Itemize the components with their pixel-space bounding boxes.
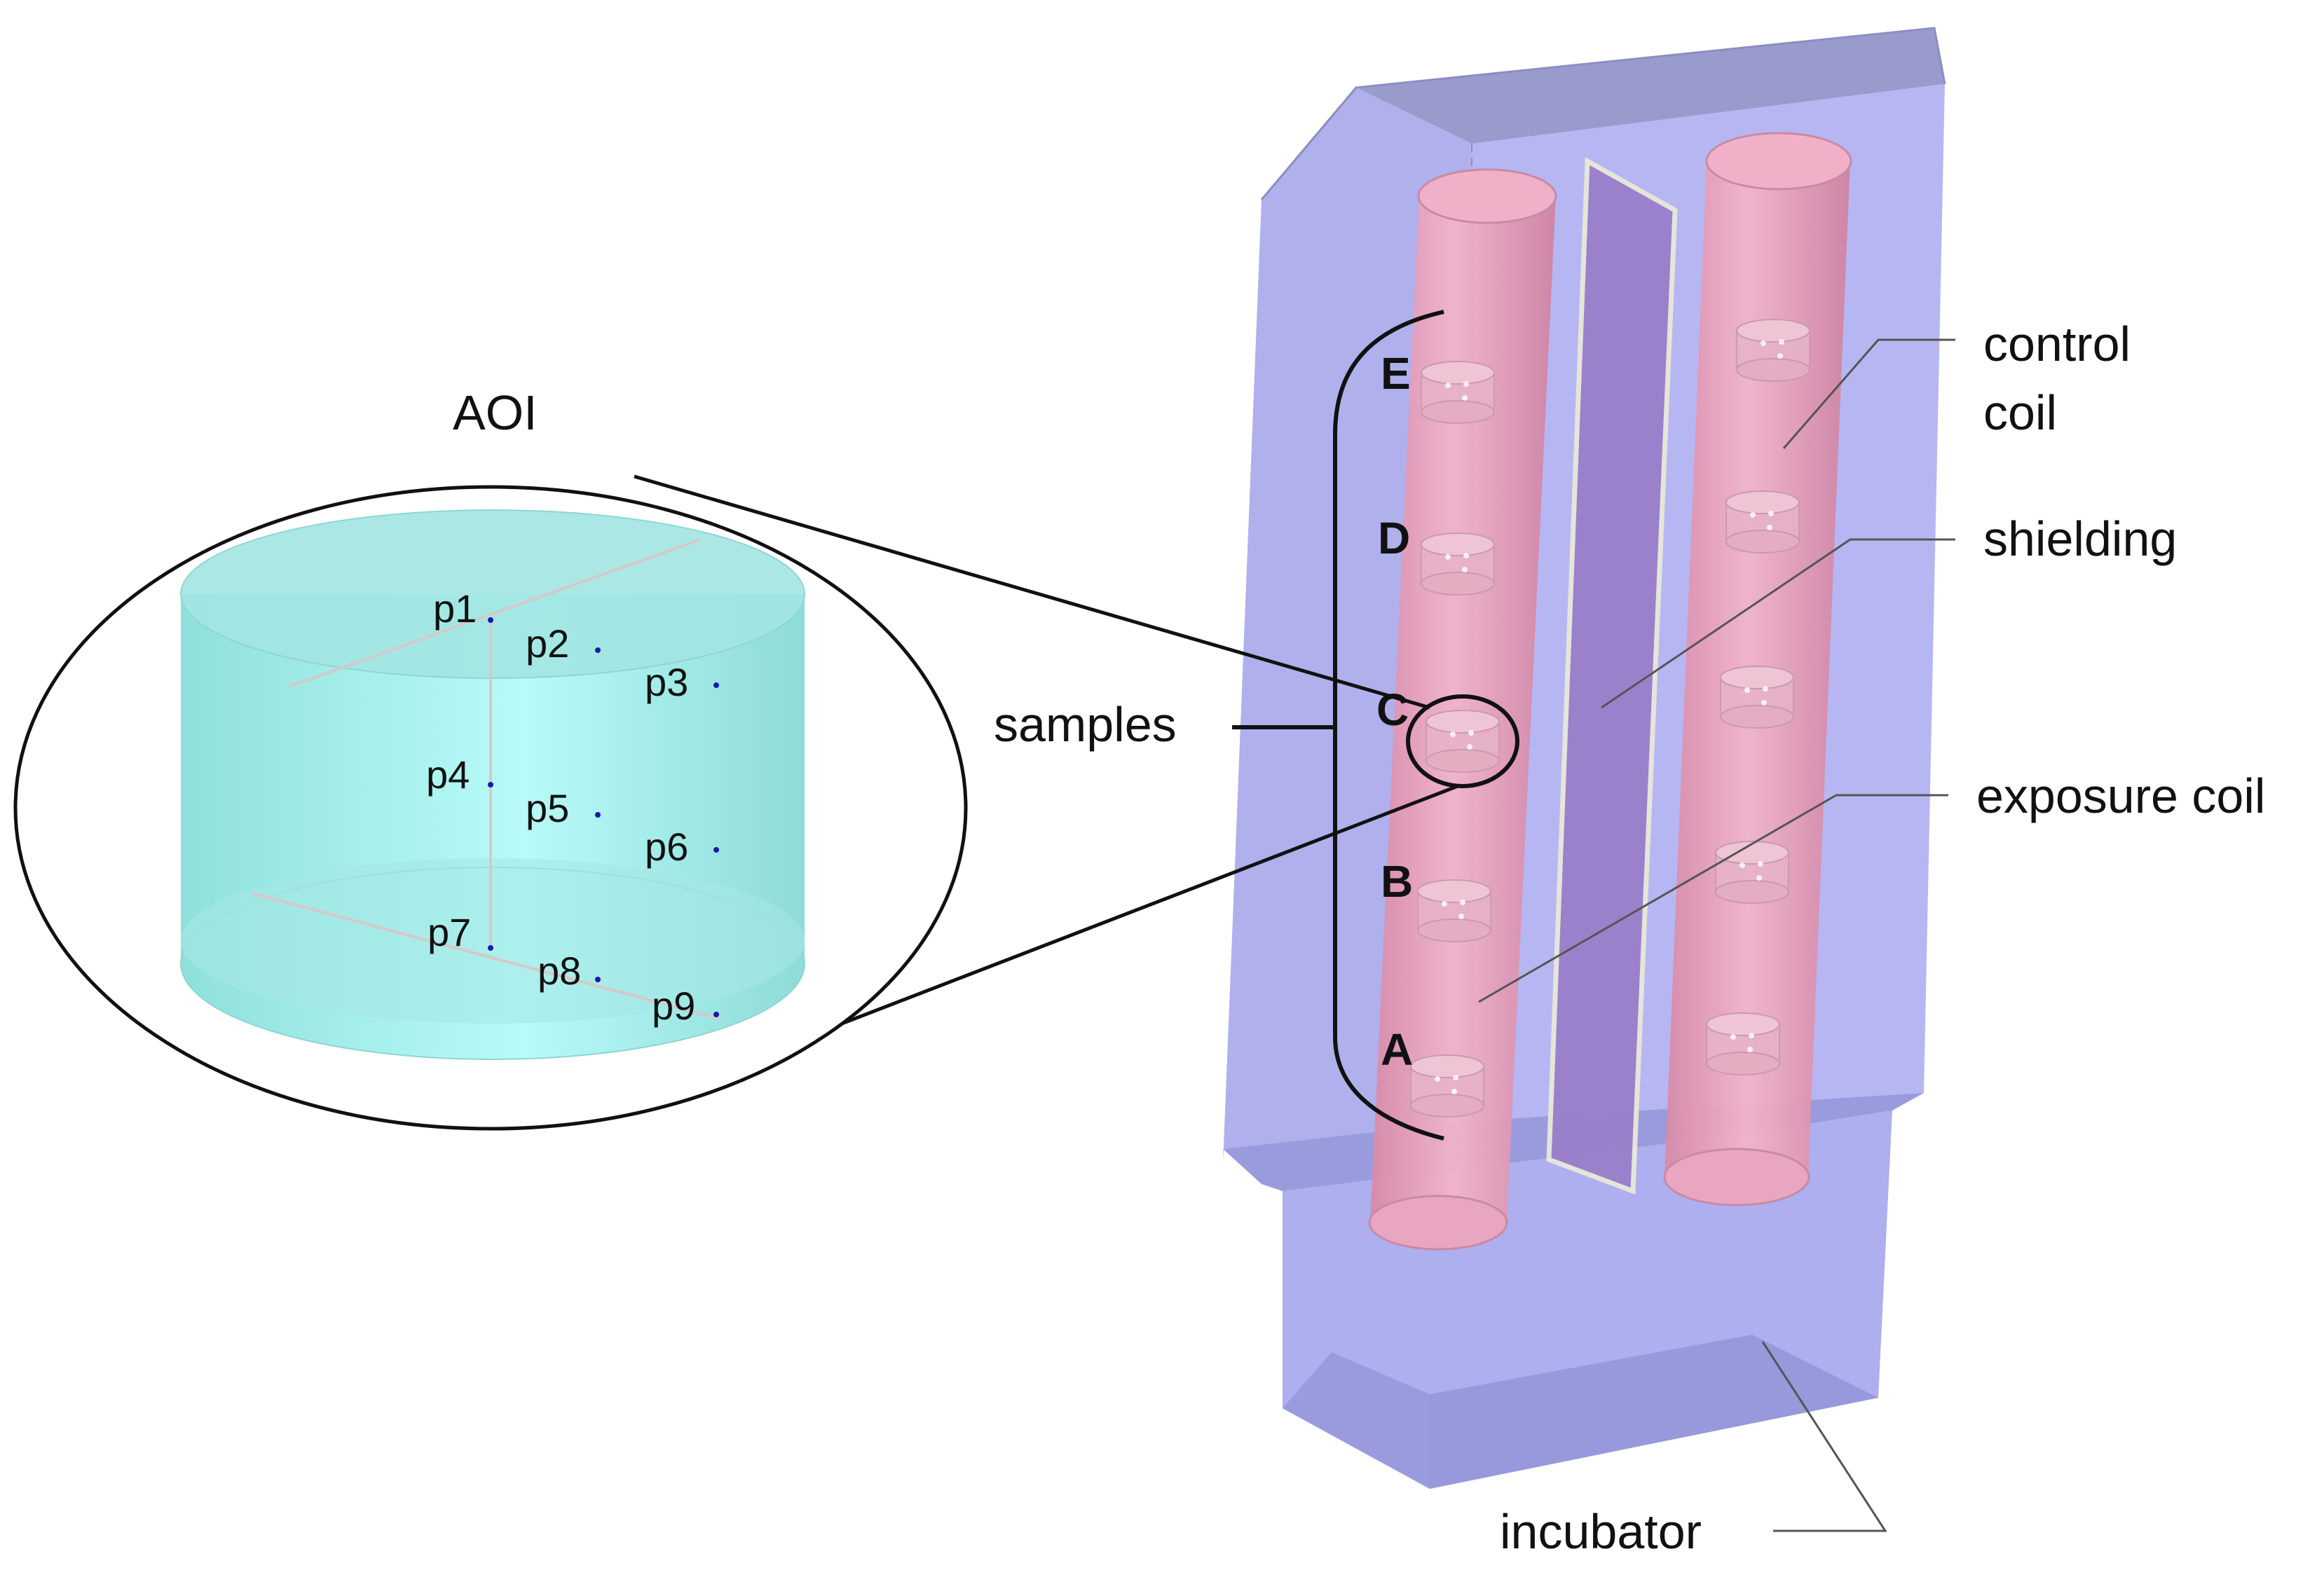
aoi-title: AOI: [453, 385, 538, 440]
probe-label-p3: p3: [645, 660, 688, 704]
probe-label-p9: p9: [652, 984, 695, 1028]
probe-label-p6: p6: [645, 825, 688, 869]
aoi-zoom-view: [13, 485, 968, 1131]
samples-bracket: [1232, 310, 1444, 1141]
sample-dish-control-3: [1720, 666, 1794, 729]
sample-dish-control-5: [1706, 1012, 1780, 1075]
sample-dish-exposure-b: [1417, 879, 1491, 942]
probe-dot-p7: [488, 945, 493, 951]
probe-dot-p1: [488, 617, 493, 623]
leader-lines: [1478, 338, 1955, 1532]
exposure-coil-label: exposure coil: [1976, 769, 2265, 823]
sample-dish-exposure-c: [1426, 710, 1500, 773]
probe-label-p5: p5: [526, 786, 569, 830]
sample-c-highlight: [1406, 694, 1519, 788]
sample-dish-control-4: [1715, 841, 1789, 904]
sample-dish-exposure-e: [1421, 361, 1495, 424]
shielding-label: shielding: [1983, 511, 2177, 566]
probe-label-p2: p2: [526, 621, 569, 666]
sample-dish-exposure-a: [1410, 1054, 1484, 1117]
probe-label-p8: p8: [538, 949, 581, 993]
sample-label-d: D: [1378, 513, 1410, 563]
probe-dot-p4: [488, 782, 493, 788]
probe-dot-p6: [713, 847, 719, 853]
sample-dishes-control: [1706, 319, 1810, 1075]
incubator-label: incubator: [1500, 1504, 1702, 1559]
probe-dot-p9: [713, 1012, 719, 1017]
probe-dot-p3: [713, 682, 719, 688]
probe-dot-p8: [595, 977, 601, 982]
magnifier-connector-lines: [634, 474, 1458, 1053]
sample-dish-exposure-d: [1421, 532, 1495, 596]
control-coil-label-line1: control: [1983, 317, 2131, 371]
probe-dot-p2: [595, 647, 601, 653]
sample-label-e: E: [1381, 348, 1411, 399]
control-coil-label-line2: coil: [1983, 385, 2057, 440]
sample-dish-control-2: [1725, 490, 1800, 553]
probe-label-p4: p4: [426, 752, 470, 797]
sample-label-b: B: [1381, 856, 1413, 907]
probe-label-p1: p1: [433, 586, 477, 631]
exposure-coil-cylinder: [1368, 168, 1557, 1251]
probe-dot-p5: [595, 812, 601, 818]
sample-label-a: A: [1381, 1024, 1413, 1075]
shielding-plate: [1546, 157, 1678, 1195]
sample-dish-control-1: [1736, 319, 1810, 382]
samples-label: samples: [994, 697, 1177, 752]
sample-dishes-exposure: [1410, 361, 1500, 1117]
probe-points: p1 p2 p3 p4 p5 p6 p7 p8 p9: [426, 586, 719, 1028]
probe-label-p7: p7: [428, 910, 471, 954]
